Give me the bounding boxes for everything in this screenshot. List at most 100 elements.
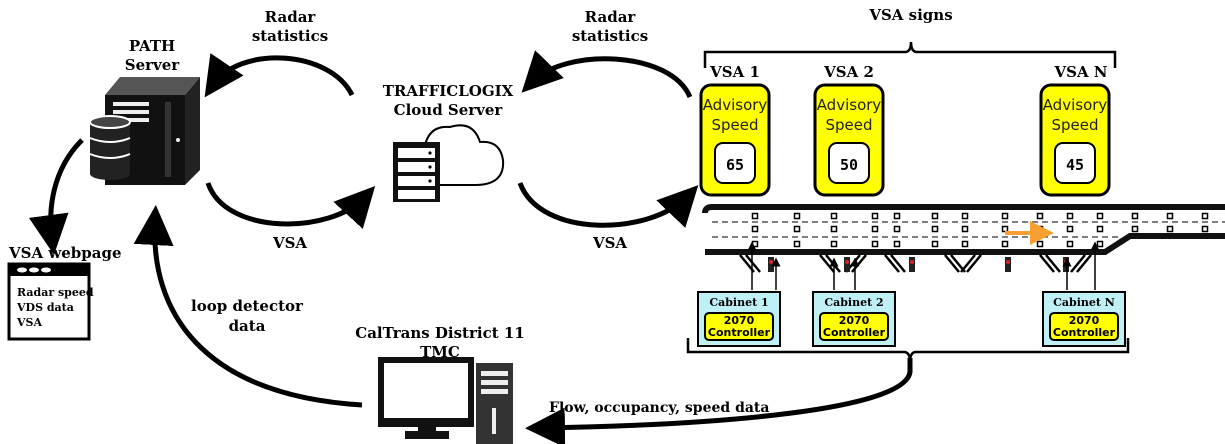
loop-detector	[1201, 212, 1209, 220]
webpage-item: VSA	[16, 316, 42, 329]
cloud-server-label: TRAFFICLOGIX	[383, 82, 514, 100]
radar-stats-left-label-2: statistics	[252, 27, 328, 45]
webpage-window: Radar speed VDS data VSA	[7, 262, 94, 341]
loop-detector	[1001, 240, 1009, 248]
loop-detector	[893, 225, 901, 233]
ramp-line	[884, 254, 900, 273]
cloud-server-label-2: Cloud Server	[394, 101, 504, 119]
loop-detector-label: loop detector	[191, 297, 304, 315]
ramp-line	[944, 254, 960, 273]
loop-detector	[1131, 225, 1139, 233]
sign-speed-value: 45	[1066, 156, 1084, 174]
loop-detector	[871, 240, 879, 248]
cabinet-name: Cabinet 2	[824, 296, 883, 309]
vsa-left-label: VSA	[272, 234, 307, 252]
flow-data-label: Flow, occupancy, speed data	[549, 400, 769, 416]
ramp-line	[1045, 254, 1061, 273]
database-icon	[89, 115, 131, 180]
loop-detector	[961, 212, 969, 220]
controller-model: 2070	[724, 314, 755, 327]
signal-light	[769, 260, 773, 264]
controller-label: Controller	[823, 326, 886, 339]
vsa-signs-bracket	[703, 41, 1117, 68]
loop-detector	[931, 225, 939, 233]
loop-detector	[830, 240, 838, 248]
webpage-title: VSA webpage	[8, 244, 122, 262]
loop-detector	[830, 225, 838, 233]
radar-stats-right-label-2: statistics	[572, 27, 648, 45]
cabinet-1: Cabinet 1 2070 Controller	[697, 241, 781, 347]
loop-detector	[751, 212, 759, 220]
sign-line2: Speed	[711, 116, 758, 134]
freeway	[702, 204, 1225, 273]
arrow-radar-to-path	[204, 53, 355, 98]
sign-line2: Speed	[1051, 116, 1098, 134]
ramp-line	[966, 254, 982, 273]
loop-detector	[793, 212, 801, 220]
path-server-label: PATH	[129, 37, 175, 55]
vsa-sign-name: VSA 1	[709, 63, 760, 81]
loop-detector	[1166, 225, 1174, 233]
ramp-line	[1039, 254, 1055, 273]
controller-model: 2070	[839, 314, 870, 327]
sign-line1: Advisory	[1043, 96, 1108, 114]
cabinet-2: Cabinet 2 2070 Controller	[812, 257, 896, 347]
cabinet-n: Cabinet N 2070 Controller	[1042, 241, 1126, 347]
ramp-line	[1070, 254, 1086, 273]
loop-detector	[751, 240, 759, 248]
traffic-signal-icon	[768, 257, 774, 272]
loop-detector	[1066, 212, 1074, 220]
loop-detector	[793, 240, 801, 248]
loop-detector	[1001, 212, 1009, 220]
controller-model: 2070	[1069, 314, 1100, 327]
controller-label: Controller	[1053, 326, 1116, 339]
signal-light	[910, 260, 914, 264]
loop-detector	[1131, 212, 1139, 220]
arrow-to-webpage	[28, 138, 84, 255]
loop-detector	[931, 240, 939, 248]
arrow-flow-data	[525, 358, 913, 444]
vsa-sign-name: VSA N	[1053, 63, 1107, 81]
loop-detector	[893, 240, 901, 248]
loop-detector	[1166, 212, 1174, 220]
loop-detectors	[751, 212, 1209, 248]
loop-detector	[1036, 225, 1044, 233]
ramp-line	[819, 254, 835, 273]
ramp-marks	[739, 254, 1092, 273]
server-tower-icon	[105, 77, 200, 185]
loop-detector	[1036, 240, 1044, 248]
loop-detector	[1201, 225, 1209, 233]
loop-detector	[1096, 225, 1104, 233]
computer-icon	[378, 357, 513, 444]
radar-stats-left-label: Radar	[265, 8, 317, 26]
arrow-vsa-to-signs	[517, 182, 699, 228]
vsa-sign-1: VSA 1 Advisory Speed 65	[699, 63, 771, 197]
path-server-label-2: Server	[125, 56, 181, 74]
radar-stats-right-label: Radar	[585, 8, 637, 26]
loop-detector	[793, 225, 801, 233]
loop-detector	[1096, 240, 1104, 248]
loop-detector	[1066, 225, 1074, 233]
traffic-signal-icon	[909, 257, 915, 272]
cabinet-name: Cabinet 1	[709, 296, 768, 309]
sign-speed-value: 50	[840, 156, 858, 174]
cloud-server-icon	[393, 124, 505, 202]
traffic-signal-icon	[1005, 257, 1011, 272]
loop-detector	[1096, 212, 1104, 220]
tmc-label-2: TMC	[420, 343, 460, 361]
sign-line1: Advisory	[703, 96, 768, 114]
loop-detector	[931, 212, 939, 220]
tmc-label: CalTrans District 11	[355, 324, 524, 342]
loop-detector	[1001, 225, 1009, 233]
arrow-loop-data	[133, 205, 363, 408]
ramp-line	[960, 254, 976, 273]
traffic-signal-icon	[1063, 257, 1069, 272]
loop-detector	[751, 225, 759, 233]
cabinets-bracket	[686, 338, 1130, 363]
loop-detector	[1066, 240, 1074, 248]
vsa-right-label: VSA	[592, 234, 627, 252]
ramp-line	[890, 254, 906, 273]
sign-line2: Speed	[825, 116, 872, 134]
